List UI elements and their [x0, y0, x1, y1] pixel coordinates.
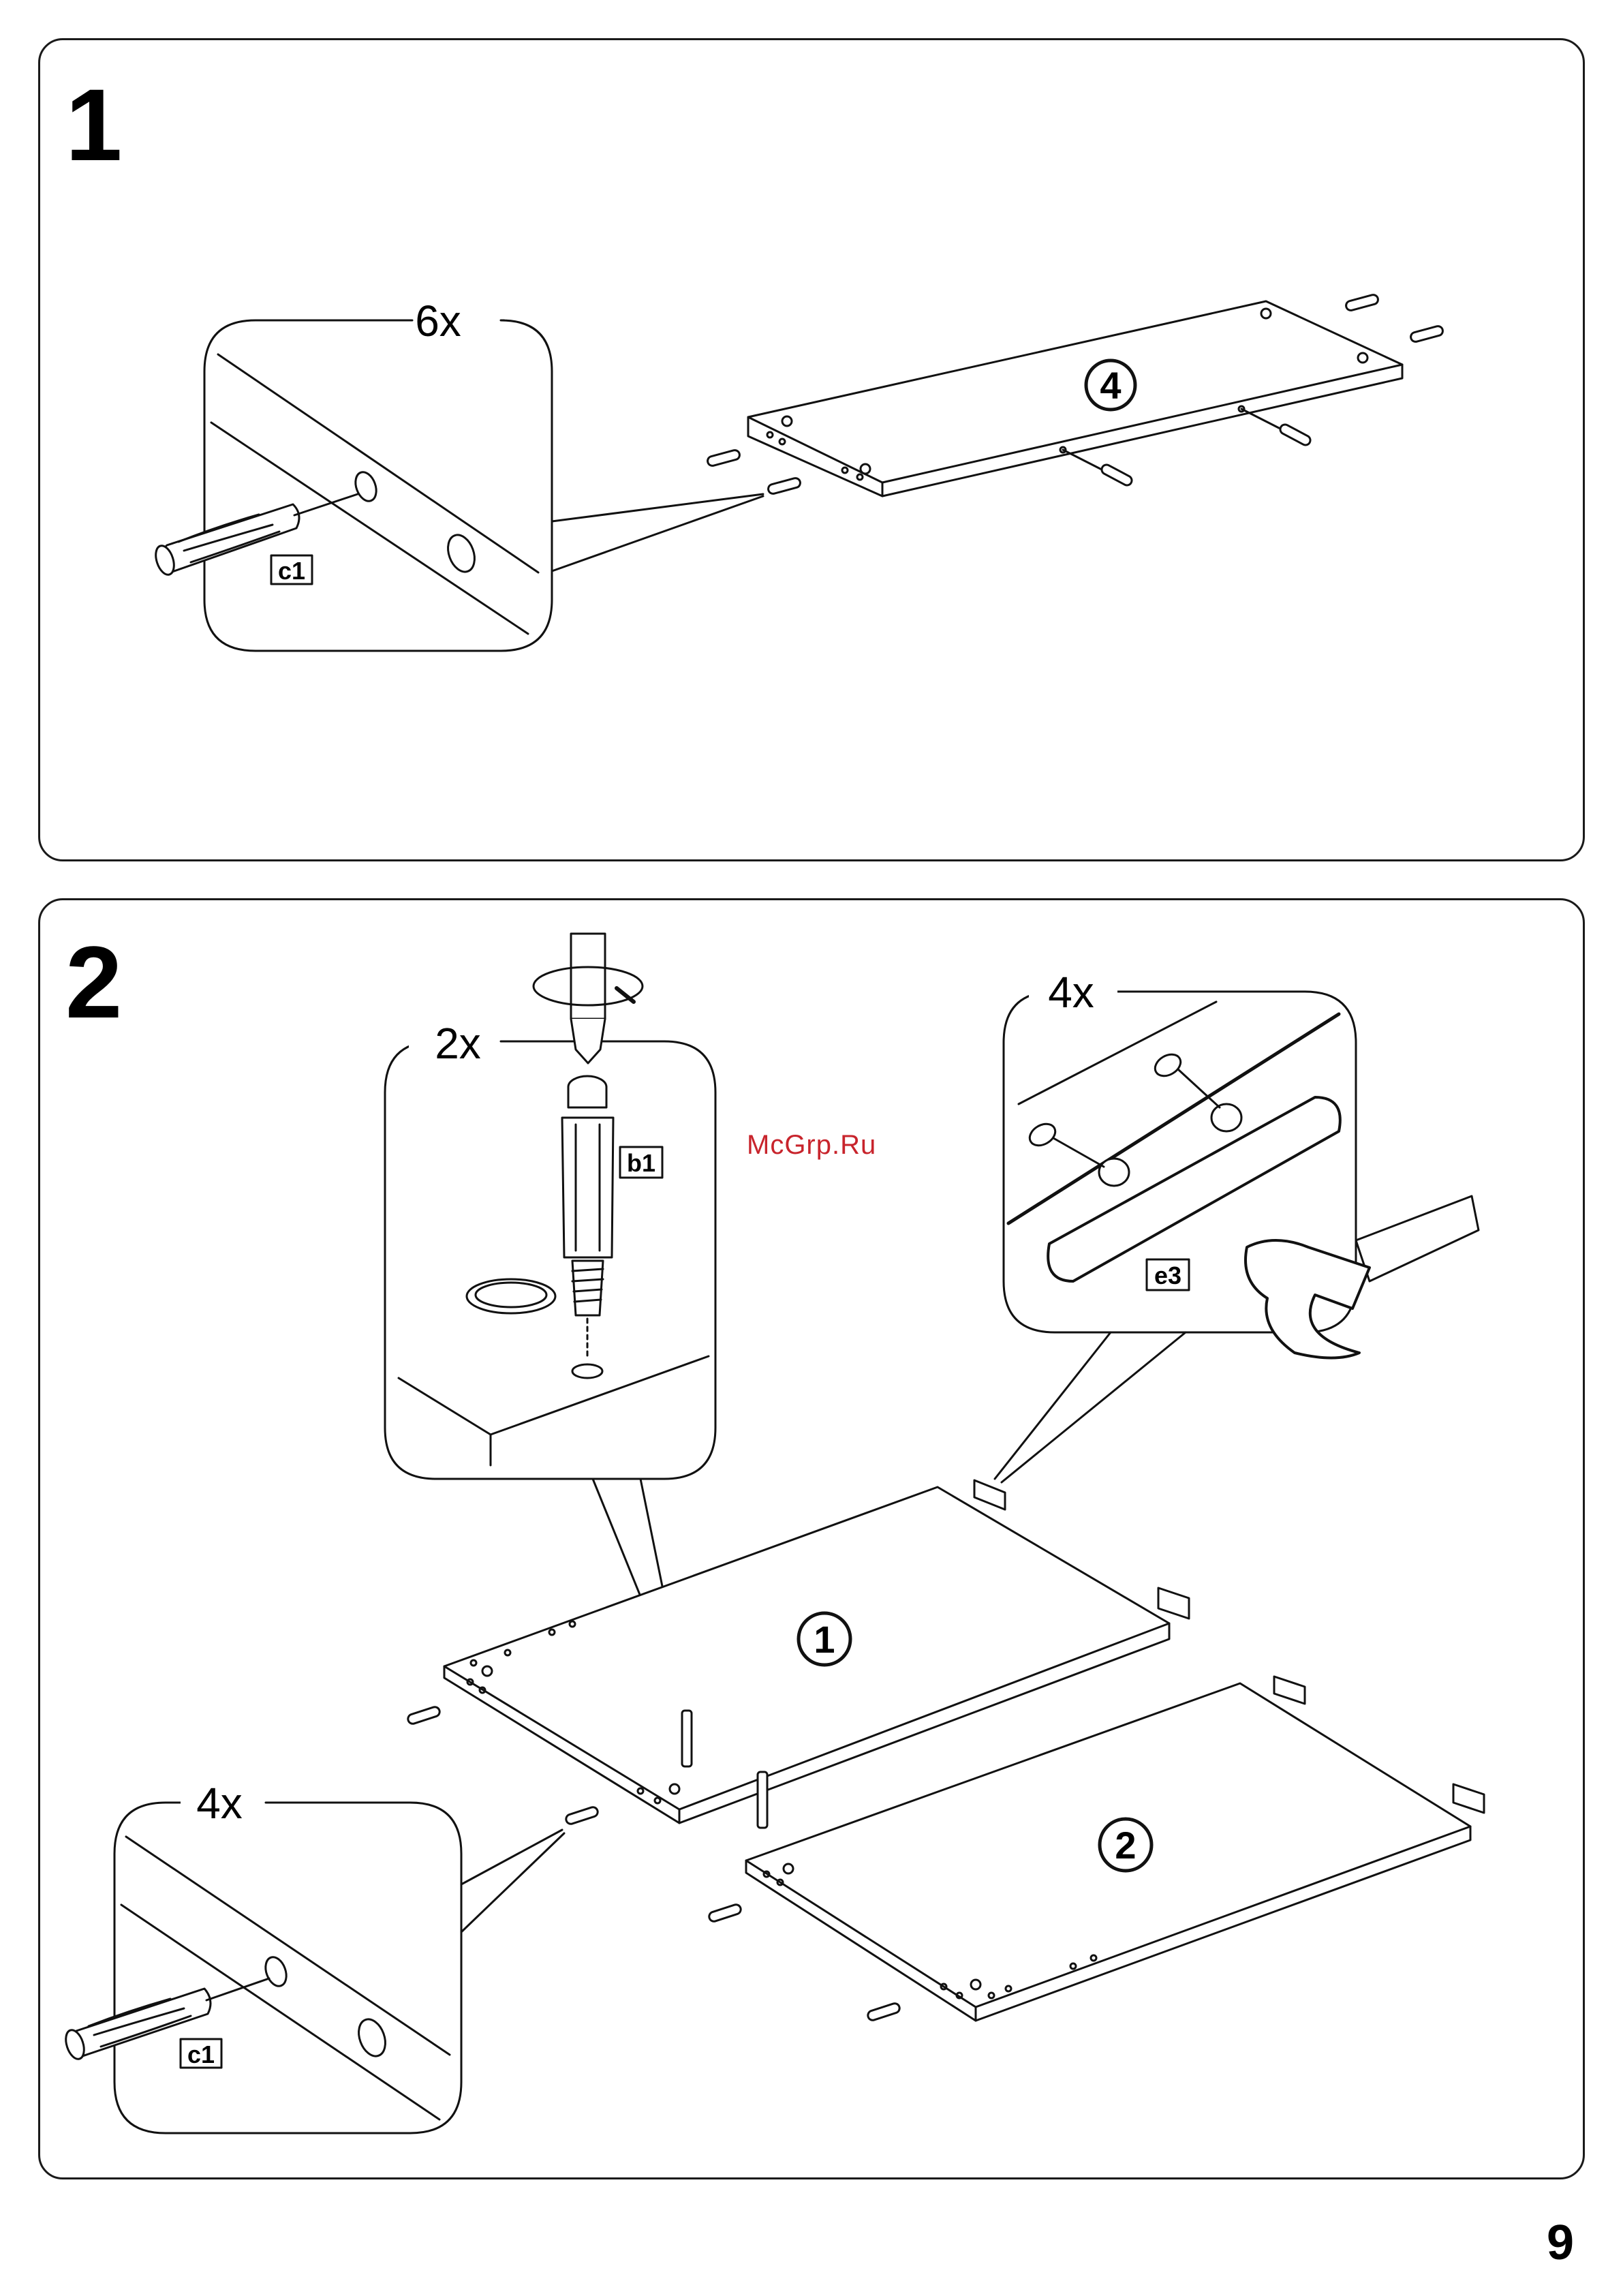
step-2-dowel-callout: 4x c1 [63, 1779, 564, 2133]
callout-count: 4x [196, 1779, 243, 1828]
part-code: c1 [187, 2040, 215, 2068]
callout-count: 6x [415, 296, 461, 346]
hammer-icon [1246, 1196, 1479, 1358]
part-code: c1 [278, 557, 305, 585]
panel-4: 4 [748, 301, 1402, 496]
step-1-dowel-callout: 6x c1 [153, 296, 763, 651]
callout-count: 4x [1048, 968, 1094, 1017]
dowel-icon [153, 494, 358, 577]
screwdriver-icon [534, 934, 643, 1063]
cam-screw-icon [562, 1076, 613, 1356]
callout-count: 2x [435, 1019, 481, 1068]
part-code: b1 [627, 1149, 655, 1177]
panel-label: 2 [1115, 1824, 1136, 1867]
step-2-screw-callout: 2x b1 [385, 934, 715, 1697]
part-code: e3 [1154, 1261, 1181, 1289]
panel-label: 4 [1100, 364, 1121, 407]
step-2-glide-callout: 4x e3 [995, 968, 1479, 1482]
dowel-icon [63, 1978, 269, 2062]
panel-label: 1 [814, 1618, 835, 1661]
